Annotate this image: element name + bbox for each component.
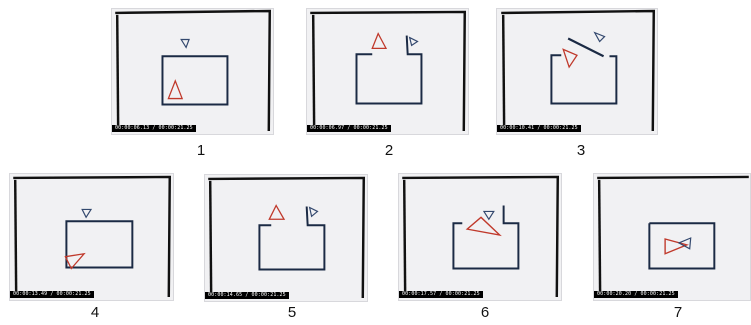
frame-number-6: 6 xyxy=(470,304,500,321)
large-triangle xyxy=(65,254,84,269)
large-triangle xyxy=(269,206,284,220)
frame-number-4: 4 xyxy=(80,304,110,321)
large-triangle xyxy=(467,217,499,235)
border-frame-left xyxy=(599,180,600,297)
frame-6-drawing xyxy=(399,174,561,300)
frame-number-2: 2 xyxy=(374,142,404,159)
video-frame-5: 00:00:14.65 / 00:00:21.25 xyxy=(204,174,368,302)
video-frame-7: 00:00:20.20 / 00:00:21.25 xyxy=(593,173,751,301)
frame-number-1: 1 xyxy=(186,142,216,159)
timecode-4: 00:00:13.49 / 00:00:21.25 xyxy=(10,291,94,298)
video-frame-2: 00:00:06.97 / 00:00:21.25 xyxy=(306,8,469,135)
border-frame-left xyxy=(15,180,16,297)
frame-7-drawing xyxy=(594,174,750,300)
border-frame-left xyxy=(210,181,211,298)
frame-3-drawing xyxy=(497,9,657,134)
box xyxy=(66,221,132,267)
small-triangle xyxy=(181,40,189,48)
timecode-1: 00:00:06.13 / 00:00:21.25 xyxy=(112,125,196,132)
frame-number-5: 5 xyxy=(277,304,307,321)
border-frame xyxy=(13,177,170,297)
timecode-5: 00:00:14.65 / 00:00:21.25 xyxy=(205,292,289,299)
border-frame-left xyxy=(404,180,405,297)
small-triangle xyxy=(310,207,318,216)
border-frame xyxy=(208,178,364,298)
frame-2-drawing xyxy=(307,9,468,134)
frame-number-3: 3 xyxy=(566,142,596,159)
timecode-6: 00:00:17.57 / 00:00:21.25 xyxy=(399,291,483,298)
video-frame-1: 00:00:06.13 / 00:00:21.25 xyxy=(111,8,274,135)
timecode-2: 00:00:06.97 / 00:00:21.25 xyxy=(307,125,391,132)
border-frame xyxy=(310,12,465,131)
box xyxy=(259,207,324,270)
video-frame-3: 00:00:10.41 / 00:00:21.25 xyxy=(496,8,658,135)
border-frame xyxy=(402,177,558,297)
border-frame-left xyxy=(313,15,314,131)
box xyxy=(649,223,714,268)
video-frame-4: 00:00:13.49 / 00:00:21.25 xyxy=(9,173,174,301)
small-triangle xyxy=(484,211,494,219)
border-frame-left xyxy=(503,15,504,131)
border-frame xyxy=(115,11,270,131)
small-triangle xyxy=(410,38,418,46)
border-frame xyxy=(597,177,749,178)
border-frame-left xyxy=(117,15,118,131)
frame-4-drawing xyxy=(10,174,173,300)
timecode-3: 00:00:10.41 / 00:00:21.25 xyxy=(497,125,581,132)
small-triangle xyxy=(595,33,605,42)
box xyxy=(551,55,616,103)
small-triangle xyxy=(82,209,91,217)
box xyxy=(162,56,227,104)
frame-number-7: 7 xyxy=(663,304,693,321)
frame-5-drawing xyxy=(205,175,367,301)
border-frame xyxy=(501,11,654,131)
large-triangle xyxy=(372,34,386,49)
timecode-7: 00:00:20.20 / 00:00:21.25 xyxy=(594,291,678,298)
large-triangle xyxy=(563,49,577,67)
frame-1-drawing xyxy=(112,9,273,134)
large-triangle xyxy=(168,81,182,99)
video-frame-6: 00:00:17.57 / 00:00:21.25 xyxy=(398,173,562,301)
